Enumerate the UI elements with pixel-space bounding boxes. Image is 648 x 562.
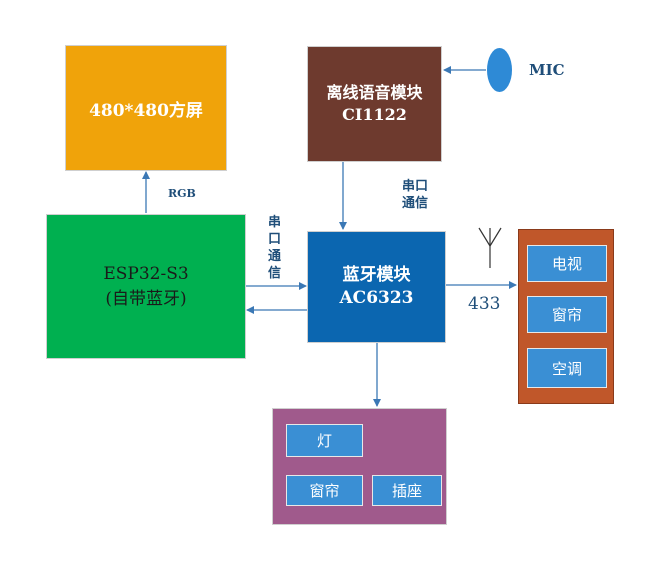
rf-device-tv[interactable]: 电视: [527, 245, 607, 282]
bt-module-block: 蓝牙模块 AC6323: [307, 231, 446, 343]
mic-label: MIC: [529, 61, 565, 79]
esp32-note: (自带蓝牙): [105, 288, 187, 309]
bt-device-light[interactable]: 灯: [286, 424, 363, 457]
voice-module-name: 离线语音模块: [326, 83, 423, 102]
esp32-name: ESP32-S3: [103, 263, 189, 284]
bt-module-chip: AC6323: [339, 288, 414, 308]
serial-label-top: 串口 通信: [402, 179, 429, 211]
voice-module-block: 离线语音模块 CI1122: [307, 46, 442, 162]
antenna-icon: [478, 227, 502, 268]
mic-icon: [487, 48, 512, 92]
screen-title: 480*480方屏: [89, 100, 203, 121]
rgb-label: RGB: [168, 187, 196, 200]
rf-device-ac[interactable]: 空调: [527, 348, 607, 388]
bt-module-name: 蓝牙模块: [342, 265, 411, 285]
bt-device-curtain[interactable]: 窗帘: [286, 475, 363, 506]
bt-device-socket[interactable]: 插座: [372, 475, 442, 506]
voice-module-chip: CI1122: [342, 105, 407, 124]
screen-block: 480*480方屏: [65, 45, 227, 171]
serial-label-left: 串 口 通 信: [268, 215, 282, 281]
esp32-block: ESP32-S3 (自带蓝牙): [46, 214, 246, 359]
rf-433-label: 433: [468, 294, 501, 314]
rf-device-curtain[interactable]: 窗帘: [527, 296, 607, 333]
